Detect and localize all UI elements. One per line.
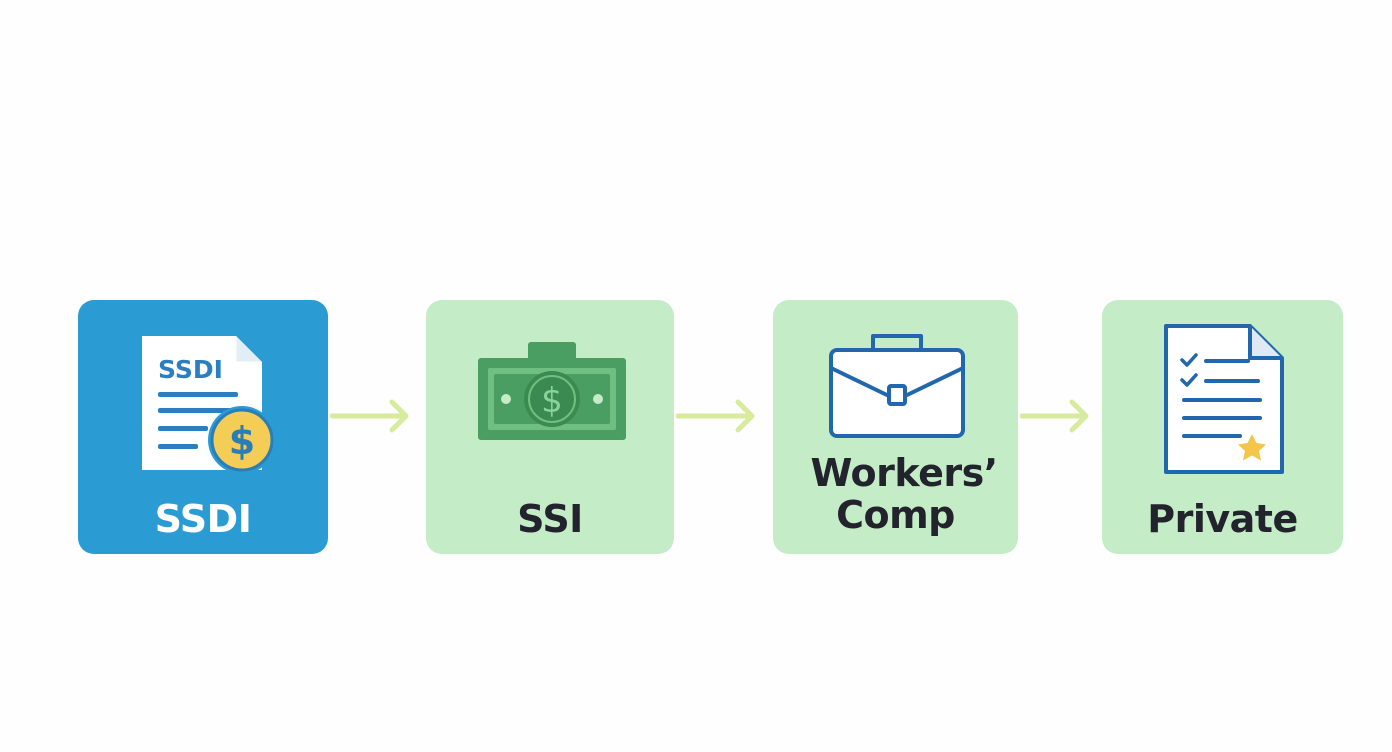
card-label-ssdi: SSDI bbox=[154, 497, 252, 541]
briefcase-icon bbox=[829, 334, 965, 438]
card-label-private: Private bbox=[1147, 497, 1298, 541]
document-with-dollar-coin-icon: SSDI $ bbox=[142, 336, 276, 474]
card-label-ssi: SSI bbox=[517, 497, 583, 541]
checklist-document-star-icon bbox=[1164, 324, 1284, 474]
arrow-right-icon bbox=[676, 399, 755, 433]
arrow-right-icon bbox=[330, 399, 409, 433]
svg-text:$: $ bbox=[229, 419, 255, 463]
card-ssdi: SSDI $ SSDI bbox=[78, 300, 328, 554]
card-workers-comp: Workers’ Comp bbox=[773, 300, 1018, 554]
card-label-workers-comp: Workers’ Comp bbox=[773, 452, 1018, 536]
doc-icon-text: SSDI bbox=[158, 355, 223, 384]
arrow-right-icon bbox=[1020, 399, 1089, 433]
svg-text:$: $ bbox=[541, 381, 563, 421]
card-private: Private bbox=[1102, 300, 1343, 554]
card-label-text: Workers’ Comp bbox=[810, 451, 999, 537]
cash-bill-icon: $ bbox=[478, 342, 626, 440]
card-ssi: $ SSI bbox=[426, 300, 674, 554]
